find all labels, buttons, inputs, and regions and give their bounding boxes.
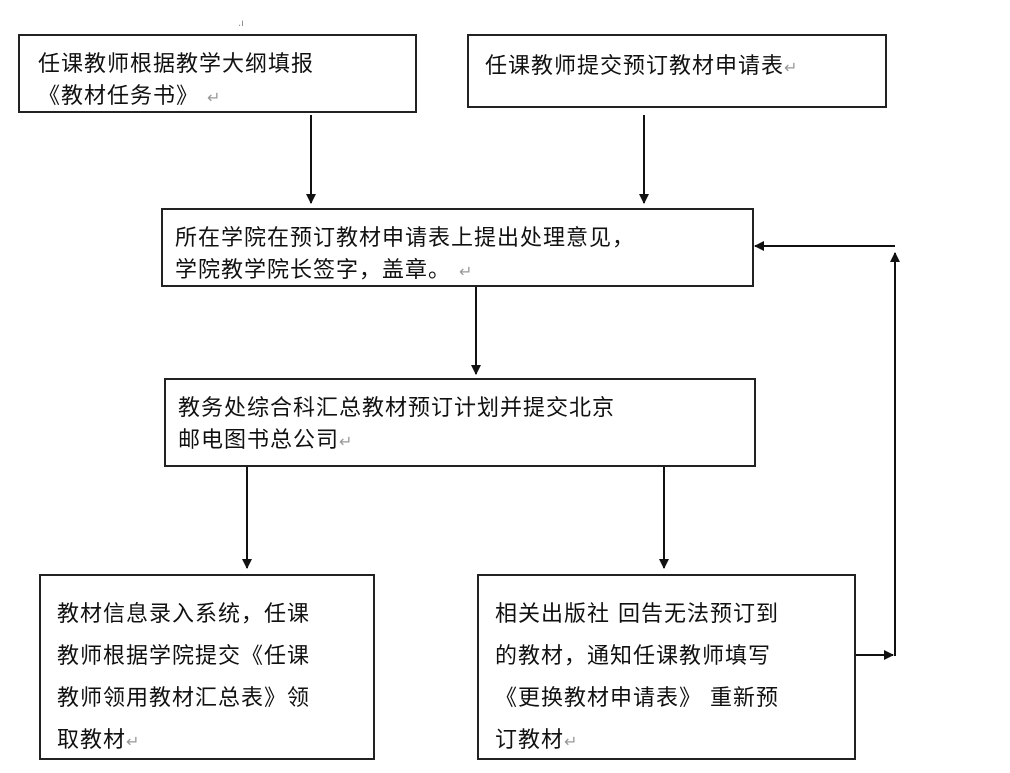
box-line: 教师领用教材汇总表》领 bbox=[57, 686, 311, 711]
box-line: 《更换教材申请表》 重新预 bbox=[495, 686, 779, 711]
return-mark-icon: ↵ bbox=[126, 732, 141, 751]
box-line-text: 任课教师提交预订教材申请表 bbox=[485, 54, 785, 79]
box-line: 教师根据学院提交《任课 bbox=[57, 644, 311, 669]
box-submit-request: 任课教师提交预订教材申请表↵ bbox=[467, 34, 887, 108]
box-line: 教务处综合科汇总教材预订计划并提交北京 bbox=[178, 396, 616, 421]
box-line-text: 《教材任务书》 bbox=[38, 84, 200, 109]
box-line: 任课教师根据教学大纲填报 bbox=[38, 52, 315, 77]
box-line: 邮电图书总公司↵ bbox=[178, 422, 353, 454]
box-line: 《教材任务书》 ↵ bbox=[38, 78, 221, 110]
box-line: 订教材↵ bbox=[495, 722, 578, 754]
box-line: 取教材↵ bbox=[57, 722, 140, 754]
box-line: 教材信息录入系统，任课 bbox=[57, 602, 311, 627]
return-mark-icon: ↵ bbox=[339, 432, 354, 451]
box-line-text: 订教材 bbox=[495, 728, 565, 753]
box-line-text: 取教材 bbox=[57, 728, 127, 753]
box-line: 所在学院在预订教材申请表上提出处理意见， bbox=[175, 226, 636, 251]
box-academic-office-summary: 教务处综合科汇总教材预订计划并提交北京 邮电图书总公司↵ bbox=[164, 378, 756, 467]
return-mark-icon: ↵ bbox=[459, 262, 474, 281]
stray-mark: .ı bbox=[238, 18, 244, 29]
box-college-review-frame: 所在学院在预订教材申请表上提出处理意见， 学院教学院长签字，盖章。 ↵ bbox=[161, 208, 754, 287]
box-line: 学院教学院长签字，盖章。 ↵ bbox=[175, 252, 473, 284]
box-line-text: 邮电图书总公司 bbox=[178, 428, 340, 453]
box-publisher-reply: 相关出版社 回告无法预订到 的教材，通知任课教师填写 《更换教材申请表》 重新预… bbox=[477, 574, 856, 760]
box-line: 的教材，通知任课教师填写 bbox=[495, 644, 772, 669]
box-line-text: 学院教学院长签字，盖章。 bbox=[175, 258, 452, 283]
return-mark-icon: ↵ bbox=[564, 732, 579, 751]
return-mark-icon: ↵ bbox=[207, 88, 222, 107]
return-mark-icon: ↵ bbox=[784, 58, 799, 77]
box-line: 相关出版社 回告无法预订到 bbox=[495, 602, 779, 627]
box-line: 任课教师提交预订教材申请表↵ bbox=[485, 48, 798, 80]
box-fill-task-book: 任课教师根据教学大纲填报 《教材任务书》 ↵ bbox=[18, 34, 417, 113]
box-enter-system: 教材信息录入系统，任课 教师根据学院提交《任课 教师领用教材汇总表》领 取教材↵ bbox=[39, 574, 375, 760]
